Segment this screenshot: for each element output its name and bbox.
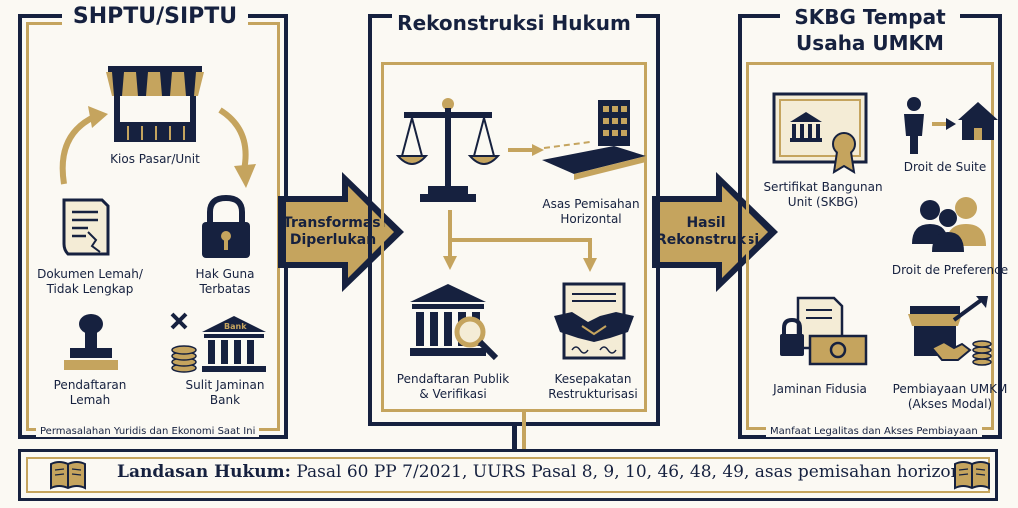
people-group-icon [912, 197, 986, 252]
transform-arrow [278, 172, 404, 292]
kiosk-icon [106, 66, 204, 142]
kiosk-label: Kios Pasar/Unit [110, 152, 200, 166]
bank-coins-icon [170, 312, 266, 373]
document-label: Dokumen Lemah/Tidak Lengkap [37, 267, 143, 296]
horizontal-separation-icon [542, 100, 646, 180]
handshake-agreement-icon [554, 282, 634, 360]
legal-basis-text: Landasan Hukum: Pasal 60 PP 7/2021, UURS… [117, 462, 984, 482]
public-registry-icon [410, 284, 499, 361]
book-icon-right [954, 461, 990, 490]
right-panel-footer: Manfaat Legalitas dan Akses Pembiayaan [766, 426, 982, 437]
financing-icon [908, 296, 992, 366]
fiducia-icon [780, 296, 868, 366]
bank-sign-label: Bank [224, 322, 247, 331]
connector-navy [512, 426, 517, 450]
flow-arrows [443, 144, 597, 272]
document-icon [62, 198, 110, 256]
fiducia-label: Jaminan Fidusia [773, 382, 867, 396]
financing-label: Pembiayaan UMKM(Akses Modal) [892, 382, 1008, 411]
stamp-icon [64, 314, 118, 370]
preference-label: Droit de Preference [891, 263, 1009, 277]
suite-label: Droit de Suite [903, 160, 987, 174]
registration-label: Pendaftaran Publik& Verifikasi [396, 372, 510, 401]
left-panel-footer: Permasalahan Yuridis dan Ekonomi Saat In… [36, 426, 260, 437]
book-icon-left [50, 461, 86, 490]
connector-gold [522, 412, 526, 449]
middle-panel-title: Rekonstruksi Hukum [392, 8, 636, 38]
person-to-house-icon [904, 97, 998, 154]
legal-basis-bar: Landasan Hukum: Pasal 60 PP 7/2021, UURS… [18, 449, 998, 501]
certificate-icon [772, 92, 868, 174]
scales-icon [395, 98, 501, 202]
middle-panel-inner [381, 62, 647, 412]
lock-icon [202, 194, 250, 258]
cycle-arrows-icon [59, 106, 256, 188]
left-panel-title: SHPTU/SIPTU [62, 2, 248, 32]
